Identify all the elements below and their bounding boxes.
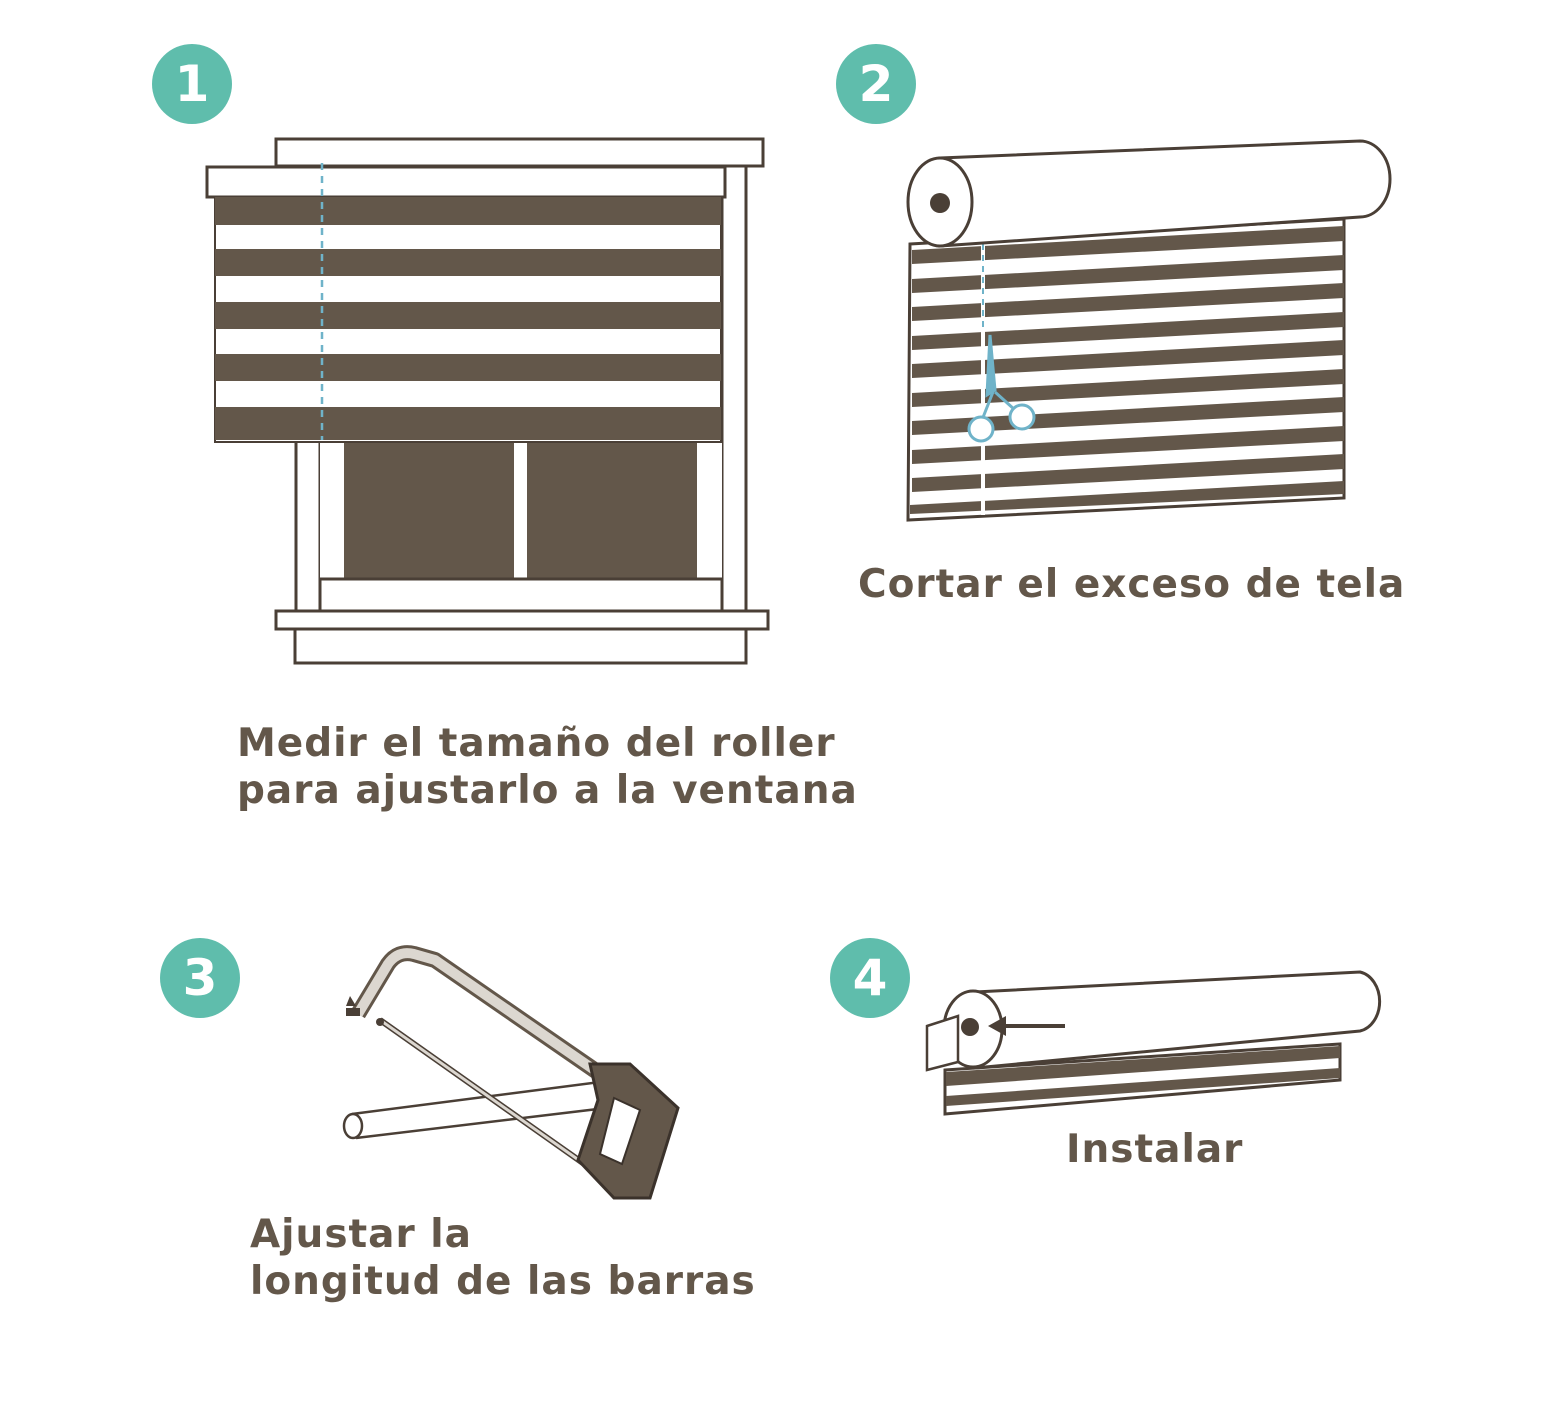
step-1-caption-line-2: para ajustarlo a la ventana xyxy=(237,768,858,813)
step-2-caption-line-1: Cortar el exceso de tela xyxy=(858,562,1406,607)
scissors-icon xyxy=(906,139,1392,522)
step-3-caption: Ajustar la longitud de las barras xyxy=(250,1211,756,1305)
step-4-caption: Instalar xyxy=(1066,1126,1243,1173)
step-1-badge: 1 xyxy=(152,44,232,124)
bracket-install-icon xyxy=(925,970,1382,1116)
step-1-caption-line-1: Medir el tamaño del roller xyxy=(237,721,836,766)
step-3-caption-line-2: longitud de las barras xyxy=(250,1259,756,1304)
step-1-caption: Medir el tamaño del roller para ajustarl… xyxy=(237,720,858,814)
step-3-caption-line-1: Ajustar la xyxy=(250,1212,472,1257)
hacksaw-icon xyxy=(342,945,680,1200)
step-4-badge: 4 xyxy=(830,938,910,1018)
step-2-badge: 2 xyxy=(836,44,916,124)
step-4-caption-line-1: Instalar xyxy=(1066,1127,1244,1172)
step-2-caption: Cortar el exceso de tela xyxy=(858,561,1405,608)
step-3-badge: 3 xyxy=(160,938,240,1018)
measure-window-icon xyxy=(205,137,770,665)
